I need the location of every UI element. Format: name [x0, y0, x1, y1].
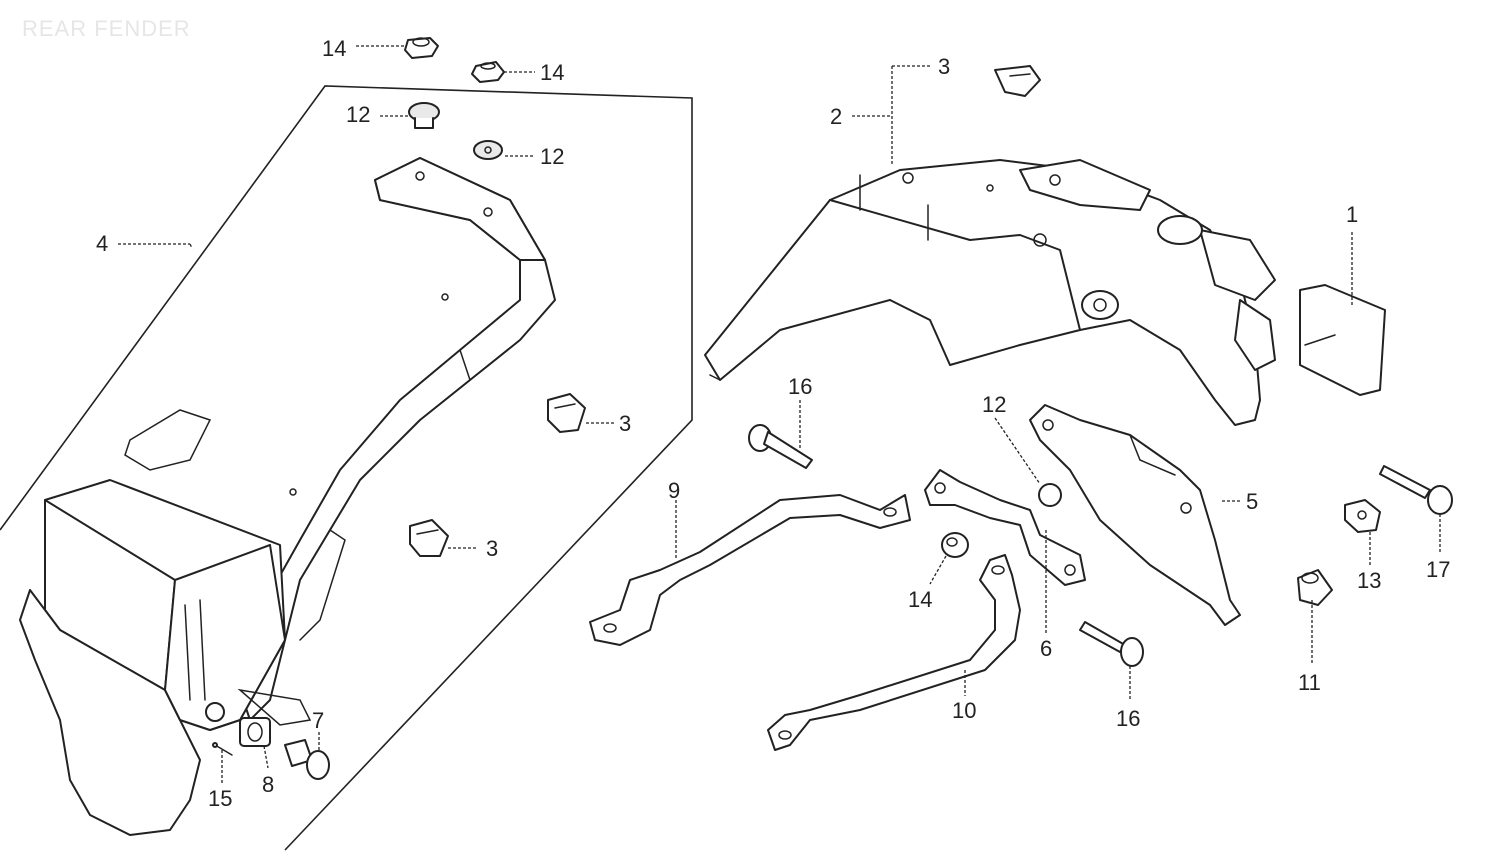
clip-part-3-c — [994, 65, 1041, 97]
reflector-part-1 — [1299, 284, 1386, 396]
bolt-part-17 — [1379, 465, 1453, 515]
bolt-part-16-b — [1079, 621, 1144, 667]
nut-part-14-b — [471, 61, 505, 83]
callout-8: 8 — [262, 772, 274, 797]
collar-part-14-c — [941, 532, 969, 558]
nut-part-13 — [1344, 499, 1381, 533]
nut-part-14-a — [404, 37, 439, 59]
callout-10: 10 — [952, 698, 976, 723]
assembly-frame — [0, 85, 693, 851]
callout-14: 14 — [540, 60, 564, 85]
stay-part-10 — [767, 554, 1021, 751]
callout-9: 9 — [668, 478, 680, 503]
callout-12: 12 — [540, 144, 564, 169]
callout-15: 15 — [208, 786, 232, 811]
bolt-part-7 — [284, 739, 330, 780]
callout-16: 16 — [788, 374, 812, 399]
callout-14: 14 — [908, 587, 932, 612]
callout-4: 4 — [96, 231, 108, 256]
callout-16: 16 — [1116, 706, 1140, 731]
collar-part-8 — [239, 717, 271, 747]
clip-part-3-b — [409, 519, 449, 557]
callout-5: 5 — [1246, 489, 1258, 514]
callout-11: 11 — [1298, 670, 1321, 695]
leader-lines — [118, 45, 1441, 784]
callout-17: 17 — [1426, 557, 1450, 582]
grommet-part-12-c — [1038, 483, 1062, 507]
callout-14: 14 — [322, 36, 346, 61]
collar-part-11 — [1297, 569, 1333, 606]
stay-part-9 — [589, 494, 911, 646]
callout-3: 3 — [938, 54, 950, 79]
callout-13: 13 — [1357, 568, 1381, 593]
bracket-part-6 — [924, 469, 1086, 586]
callout-1: 1 — [1346, 202, 1358, 227]
rear-fender-part-4 — [19, 157, 556, 836]
callout-3: 3 — [486, 536, 498, 561]
bracket-part-5 — [1029, 404, 1241, 626]
callout-7: 7 — [312, 708, 324, 733]
bolt-part-16-a — [748, 424, 813, 469]
screw-part-15 — [212, 742, 233, 756]
clip-part-3-a — [547, 393, 586, 433]
callout-12: 12 — [346, 102, 370, 127]
callout-6: 6 — [1040, 636, 1052, 661]
grommet-part-12-b — [473, 140, 503, 160]
callout-3: 3 — [619, 411, 631, 436]
rear-fender-b-part-2 — [704, 159, 1276, 426]
callout-12: 12 — [982, 392, 1006, 417]
grommet-part-12-a — [408, 102, 440, 129]
callout-2: 2 — [830, 104, 842, 129]
callout-labels: 14 14 12 12 4 3 3 7 8 15 3 2 1 16 12 9 5… — [96, 36, 1450, 811]
diagram-title: REAR FENDER — [22, 16, 191, 41]
